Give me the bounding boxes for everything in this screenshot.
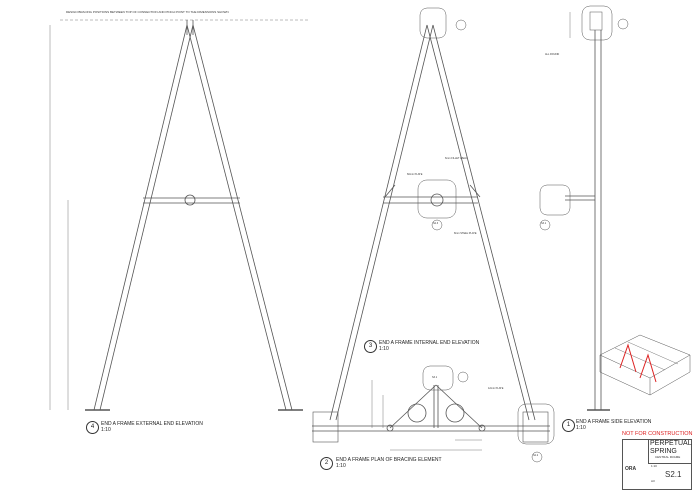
detail-ref: S2.3	[433, 222, 439, 225]
view-4-title: END A FRAME EXTERNAL END ELEVATION	[101, 421, 203, 427]
isometric-key-plan	[599, 334, 691, 396]
drawing-title: CENTRAL FRAME	[655, 455, 681, 459]
view-2-title: END A FRAME PLAN OF BRACING ELEMENT	[336, 457, 442, 463]
annotation: 60mm PLATE	[407, 173, 423, 176]
general-note: DESIGN BRACING POSITIONS BETWEEN TOP OF …	[66, 10, 229, 14]
detail-ref: S3.1	[432, 376, 438, 379]
detail-ref: S2.2	[533, 454, 539, 457]
view-3-frame	[329, 7, 536, 421]
title-block-project-cell	[648, 439, 692, 464]
view-4-number: 4	[86, 421, 99, 434]
view-2-scale: 1:10	[336, 463, 346, 469]
annotation: ALL ROUND	[545, 53, 560, 56]
annotation: 12mm PLATE	[488, 387, 504, 390]
view-1-side	[539, 5, 613, 411]
drawing-number: S2.1	[665, 470, 682, 479]
view-3-scale: 1:10	[379, 346, 389, 352]
scale-value: 1:10	[651, 464, 657, 468]
status-label: NOT FOR CONSTRUCTION	[622, 431, 693, 437]
company-logo: ORA	[625, 466, 637, 472]
view-4-scale: 1:10	[101, 427, 111, 433]
detail-markers	[431, 18, 629, 463]
view-1-title: END A FRAME SIDE ELEVATION	[576, 419, 652, 425]
view-3-title: END A FRAME INTERNAL END ELEVATION	[379, 340, 480, 346]
view-1-scale: 1:10	[576, 425, 586, 431]
view-4-frame	[49, 20, 303, 411]
annotation: 6mm FILLET WELD	[445, 157, 468, 160]
view-2-number: 2	[320, 457, 333, 470]
detail-ref: S3.1	[541, 222, 547, 225]
sheet-size: A3	[651, 479, 655, 483]
view-3-number: 3	[364, 340, 377, 353]
view-1-number: 1	[562, 419, 575, 432]
project-name: PERPETUAL SPRING	[650, 440, 692, 455]
annotation: 8mm STEEL PLATE	[454, 232, 477, 235]
view-2-plan	[312, 365, 555, 451]
